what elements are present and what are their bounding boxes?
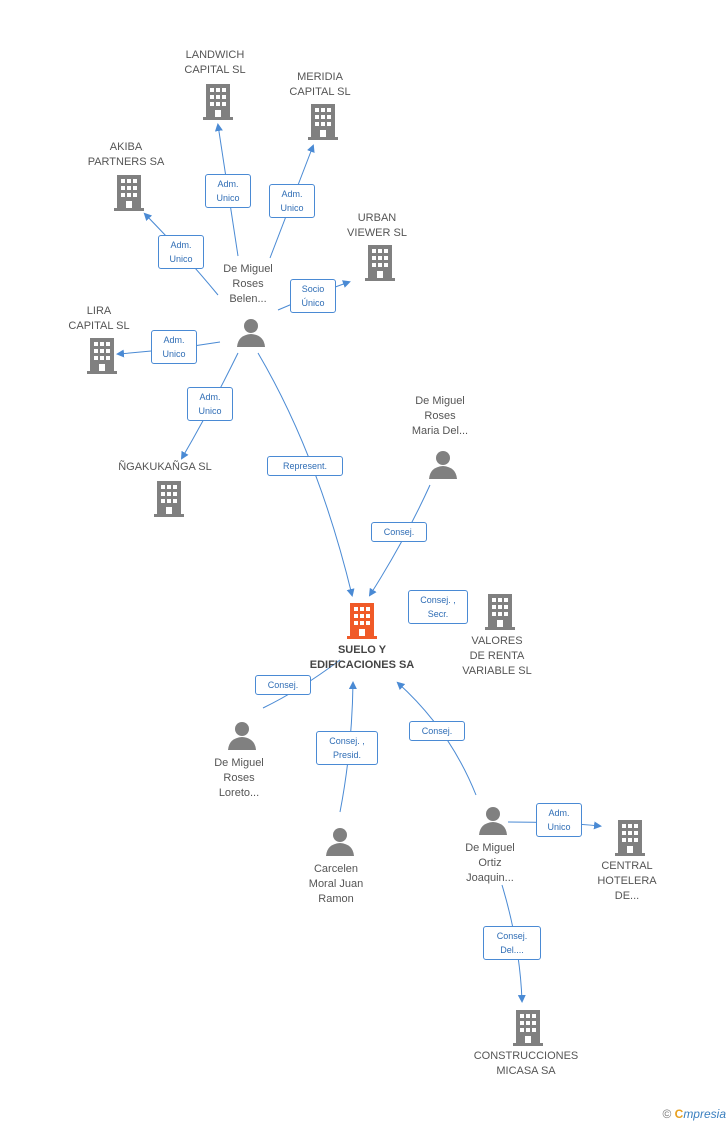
building-icon — [114, 175, 144, 211]
node-lira-label[interactable]: LIRA CAPITAL SL — [68, 305, 130, 332]
node-carcelen-label[interactable]: Carcelen Moral Juan Ramon — [308, 863, 364, 905]
relation-label: Consej. — [371, 522, 427, 542]
building-icon — [203, 84, 233, 120]
relation-label: Adm. Unico — [158, 235, 204, 269]
building-icon — [308, 104, 338, 140]
copyright-symbol: © — [662, 1107, 672, 1121]
building-icon — [87, 338, 117, 374]
building-icon — [513, 1010, 543, 1046]
relation-label: Consej. Del.... — [483, 926, 541, 960]
node-urban-label[interactable]: URBAN VIEWER SL — [347, 212, 407, 239]
relation-label: Consej. , Presid. — [316, 731, 378, 765]
brand-first-letter: C — [674, 1107, 684, 1121]
main-building-icon — [347, 603, 377, 639]
relation-label: Socio Único — [290, 279, 336, 313]
person-icon — [237, 319, 265, 347]
node-maria-label[interactable]: De Miguel Roses Maria Del... — [411, 395, 469, 437]
relation-label: Represent. — [267, 456, 343, 476]
building-icon — [615, 820, 645, 856]
relation-label: Adm. Unico — [151, 330, 197, 364]
relation-label: Consej. — [409, 721, 465, 741]
relation-label: Adm. Unico — [536, 803, 582, 837]
building-icon — [154, 481, 184, 517]
relation-label: Adm. Unico — [187, 387, 233, 421]
node-suelo-label[interactable]: SUELO Y EDIFICACIONES SA — [309, 644, 415, 671]
relation-label: Consej. , Secr. — [408, 590, 468, 624]
node-akiba-label[interactable]: AKIBA PARTNERS SA — [87, 141, 165, 168]
node-central-label[interactable]: CENTRAL HOTELERA DE... — [597, 860, 657, 902]
brand-logo[interactable]: Cmpresia — [675, 1107, 726, 1121]
node-valores-label[interactable]: VALORES DE RENTA VARIABLE SL — [462, 635, 532, 677]
relation-label: Consej. — [255, 675, 311, 695]
person-icon — [228, 722, 256, 750]
person-icon — [429, 451, 457, 479]
person-icon — [326, 828, 354, 856]
person-icon — [479, 807, 507, 835]
node-loreto-label[interactable]: De Miguel Roses Loreto... — [214, 757, 264, 799]
building-icon — [485, 594, 515, 630]
copyright-footer: © Cmpresia — [662, 1107, 726, 1121]
building-icon — [365, 245, 395, 281]
node-belen-label[interactable]: De Miguel Roses Belen... — [223, 263, 273, 305]
brand-rest: mpresia — [683, 1107, 726, 1121]
node-landwich-label[interactable]: LANDWICH CAPITAL SL — [184, 49, 246, 76]
relation-label: Adm. Unico — [205, 174, 251, 208]
node-joaquin-label[interactable]: De Miguel Ortiz Joaquin... — [465, 842, 515, 884]
node-ngakukanga-label[interactable]: ÑGAKUKAÑGA SL — [118, 461, 212, 473]
relation-label: Adm. Unico — [269, 184, 315, 218]
node-meridia-label[interactable]: MERIDIA CAPITAL SL — [289, 71, 351, 98]
node-construcciones-label[interactable]: CONSTRUCCIONES MICASA SA — [473, 1050, 579, 1077]
